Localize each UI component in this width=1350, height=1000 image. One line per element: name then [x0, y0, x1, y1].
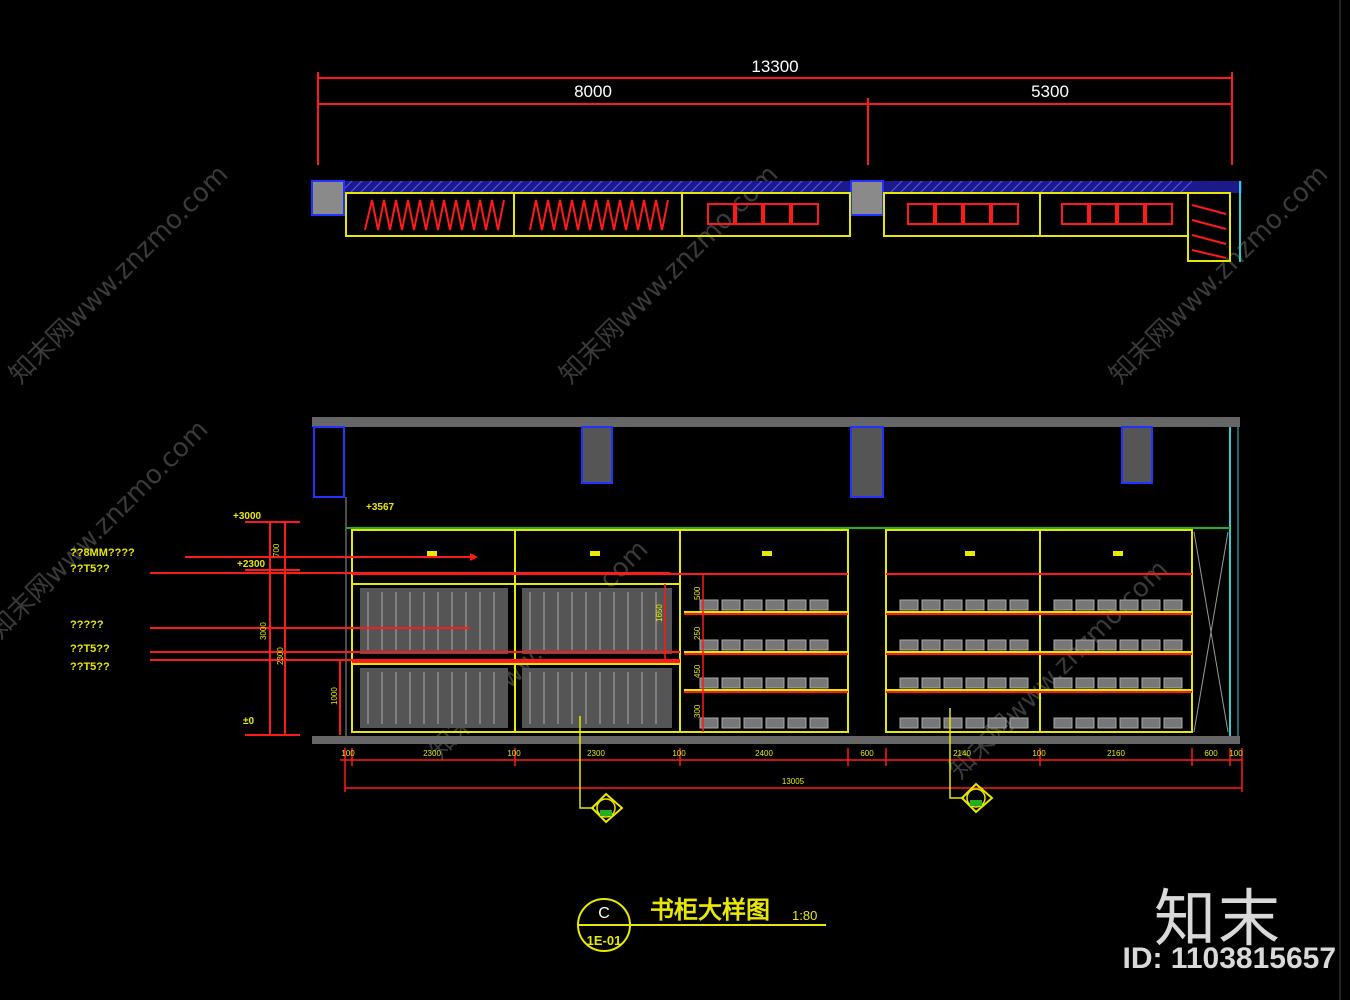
top-note: +3567 [366, 502, 395, 513]
section-marker-left [579, 716, 624, 824]
callout-1: ??8MM???? [70, 547, 135, 559]
bdim-7: 600 [860, 749, 874, 758]
vdim-1000: 1000 [330, 687, 339, 705]
plan-view [311, 180, 1242, 262]
level-label-zero: ±0 [243, 716, 254, 727]
inner-dim-450: 450 [693, 664, 702, 678]
plan-total-dimension: 13300 [751, 57, 798, 76]
inner-dim-1650: 1650 [655, 604, 664, 622]
bdim-10: 2160 [1107, 749, 1125, 758]
watermark-6: 知末网www.znzmo.com [944, 554, 1175, 785]
bdim-2: 2300 [423, 749, 441, 758]
bdim-1: 100 [341, 749, 355, 758]
bdim-4: 2300 [587, 749, 605, 758]
bottom-dimension-chain [340, 748, 1243, 792]
callout-2: ??T5?? [70, 563, 110, 575]
plan-left-dimension: 8000 [574, 82, 612, 101]
image-id-label: ID: 1103815657 [1122, 942, 1336, 975]
overall-dimension: 13005 [782, 777, 805, 786]
inner-dim-250: 250 [693, 626, 702, 640]
vdim-3000: 3000 [259, 622, 268, 640]
callout-5: ??T5?? [70, 661, 110, 673]
title-circle-top: C [598, 905, 610, 922]
drawing-scale: 1:80 [792, 908, 817, 923]
bdim-9: 100 [1032, 749, 1046, 758]
title-circle-bottom: 1E-01 [587, 933, 622, 948]
callout-4: ??T5?? [70, 643, 110, 655]
plan-right-dimension: 5300 [1031, 82, 1069, 101]
bdim-8: 2140 [953, 749, 971, 758]
bdim-5: 100 [672, 749, 686, 758]
section-marker-right [949, 708, 994, 814]
vdim-700: 700 [272, 543, 281, 557]
bdim-3: 100 [507, 749, 521, 758]
watermark-4: 知末网www.znzmo.com [0, 414, 214, 645]
plan-dimensions [317, 72, 1233, 165]
bdim-11: 600 [1204, 749, 1218, 758]
level-label-3000: +3000 [233, 511, 262, 522]
bdim-12: 100 [1229, 749, 1243, 758]
bdim-6: 2400 [755, 749, 773, 758]
title-block: C 1E-01 书柜大样图 1:80 [577, 896, 826, 952]
inner-dim-300: 300 [693, 704, 702, 718]
inner-dim-500: 500 [693, 586, 702, 600]
level-label-2300: +2300 [237, 559, 266, 570]
drawing-title: 书柜大样图 [650, 896, 770, 924]
vdim-2300: 2300 [276, 647, 285, 665]
callout-3: ????? [70, 619, 104, 631]
brand-logo: 知末 [1153, 882, 1282, 955]
watermark-1: 知末网www.znzmo.com [4, 159, 235, 390]
elevation-view [150, 417, 1240, 744]
